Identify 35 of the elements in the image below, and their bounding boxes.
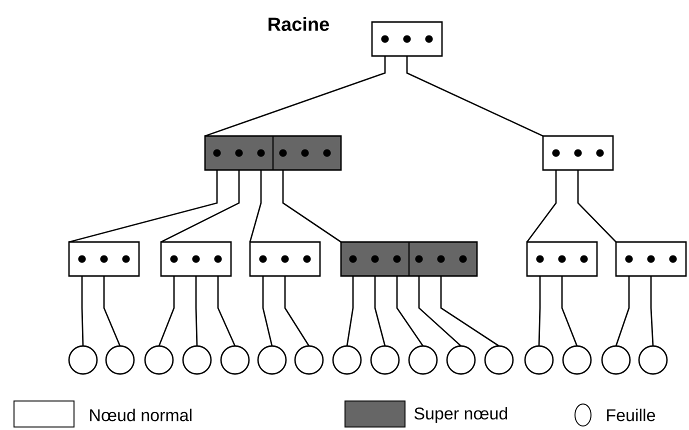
node-box (371, 21, 443, 57)
leaf-circle (294, 345, 324, 375)
leaf-circle (638, 345, 668, 375)
connector-line (160, 170, 240, 243)
leaf-circle (562, 345, 592, 375)
node-box (615, 241, 687, 277)
legend-label: Nœud normal (90, 408, 192, 422)
leaf-circle (332, 345, 362, 375)
node-box (68, 241, 140, 277)
leaf-circle (220, 345, 250, 375)
leaf-circle (105, 345, 135, 375)
leaf-circle (144, 345, 174, 375)
legend-label: Super nœud (414, 407, 508, 423)
node-box (526, 241, 598, 277)
connector-line (68, 170, 218, 243)
leaf-circle (68, 345, 98, 375)
leaf-circle (370, 345, 400, 375)
node-box (160, 241, 232, 277)
node-box (542, 135, 614, 171)
super-node-box (204, 135, 342, 171)
leaf-circle (182, 345, 212, 375)
leaf-circle (524, 345, 554, 375)
legend-label: Feuille (607, 408, 656, 422)
root-label: Racine (268, 17, 329, 31)
connector-line (204, 56, 386, 137)
leaf-circle (601, 345, 631, 375)
leaf-circle (446, 345, 476, 375)
leaf-circle (484, 345, 514, 375)
node-box (249, 241, 321, 277)
connector-line (526, 170, 557, 242)
connector-line (615, 276, 630, 346)
connector-line (158, 276, 175, 346)
super-node-box (340, 241, 478, 277)
leaf-circle (257, 345, 287, 375)
leaf-circle (408, 345, 438, 375)
